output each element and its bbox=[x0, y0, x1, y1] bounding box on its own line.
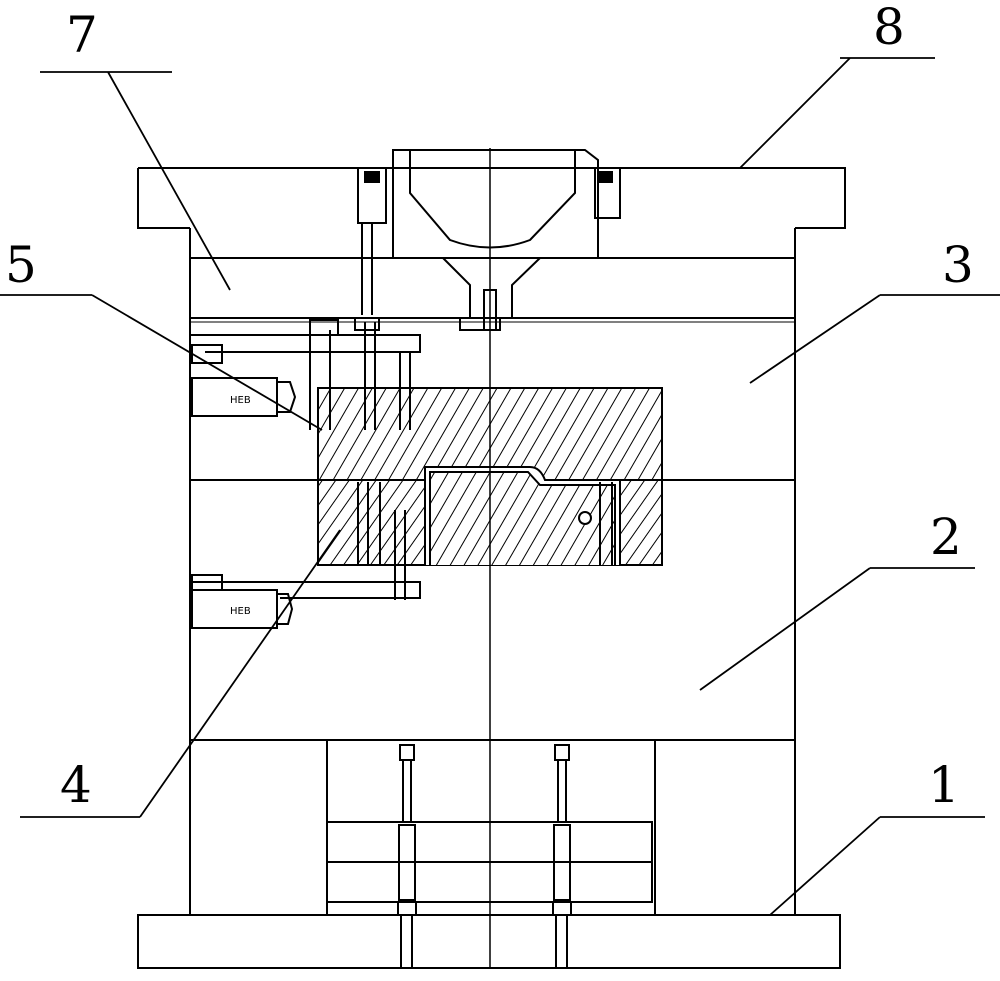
label-3: 3 bbox=[942, 236, 974, 294]
guide-rod bbox=[594, 167, 621, 219]
label-1: 1 bbox=[928, 756, 960, 814]
sprue-funnel bbox=[409, 150, 576, 249]
guide-rod-cap bbox=[364, 171, 380, 183]
svg-text:HEB: HEB bbox=[230, 606, 251, 617]
label-5: 5 bbox=[5, 236, 37, 294]
sprue-tip bbox=[459, 317, 501, 331]
svg-text:HEB: HEB bbox=[230, 395, 251, 406]
ejector-housing bbox=[326, 740, 656, 915]
hydraulic-cylinder-lower: HEB bbox=[191, 574, 421, 629]
tie-rod-nut bbox=[354, 317, 380, 331]
ejector-pins bbox=[357, 482, 613, 600]
bottom-clamp-plate bbox=[137, 914, 841, 969]
top-clamp-plate bbox=[137, 167, 846, 229]
product-cavity-hatch bbox=[429, 471, 616, 565]
label-7: 7 bbox=[66, 6, 98, 64]
return-pin-right bbox=[552, 744, 572, 968]
guide-rod-cap bbox=[599, 171, 613, 183]
tie-rod bbox=[361, 222, 376, 430]
sprue-bushing bbox=[392, 149, 599, 258]
sprue-nozzle bbox=[442, 257, 541, 318]
label-8: 8 bbox=[873, 0, 905, 56]
leader-lines bbox=[0, 57, 1000, 916]
mold-body-outline bbox=[189, 228, 796, 915]
label-4: 4 bbox=[60, 756, 92, 814]
label-2: 2 bbox=[930, 508, 962, 566]
bolt-head bbox=[309, 319, 339, 336]
slide-bar bbox=[190, 330, 421, 430]
cooling-hole bbox=[578, 511, 592, 525]
return-pin-left bbox=[397, 744, 417, 968]
